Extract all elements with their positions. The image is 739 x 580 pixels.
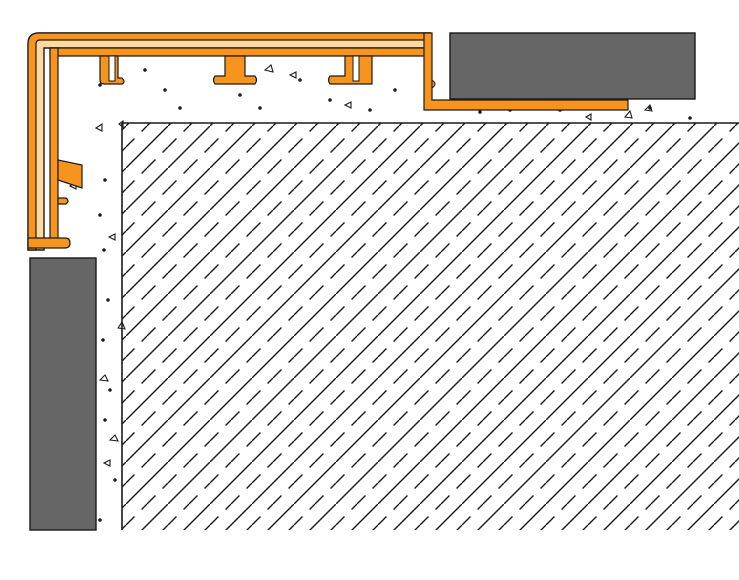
substrate bbox=[121, 122, 739, 530]
corner-profile bbox=[27, 32, 629, 251]
tile-top bbox=[449, 32, 696, 100]
tile-left bbox=[29, 257, 97, 531]
